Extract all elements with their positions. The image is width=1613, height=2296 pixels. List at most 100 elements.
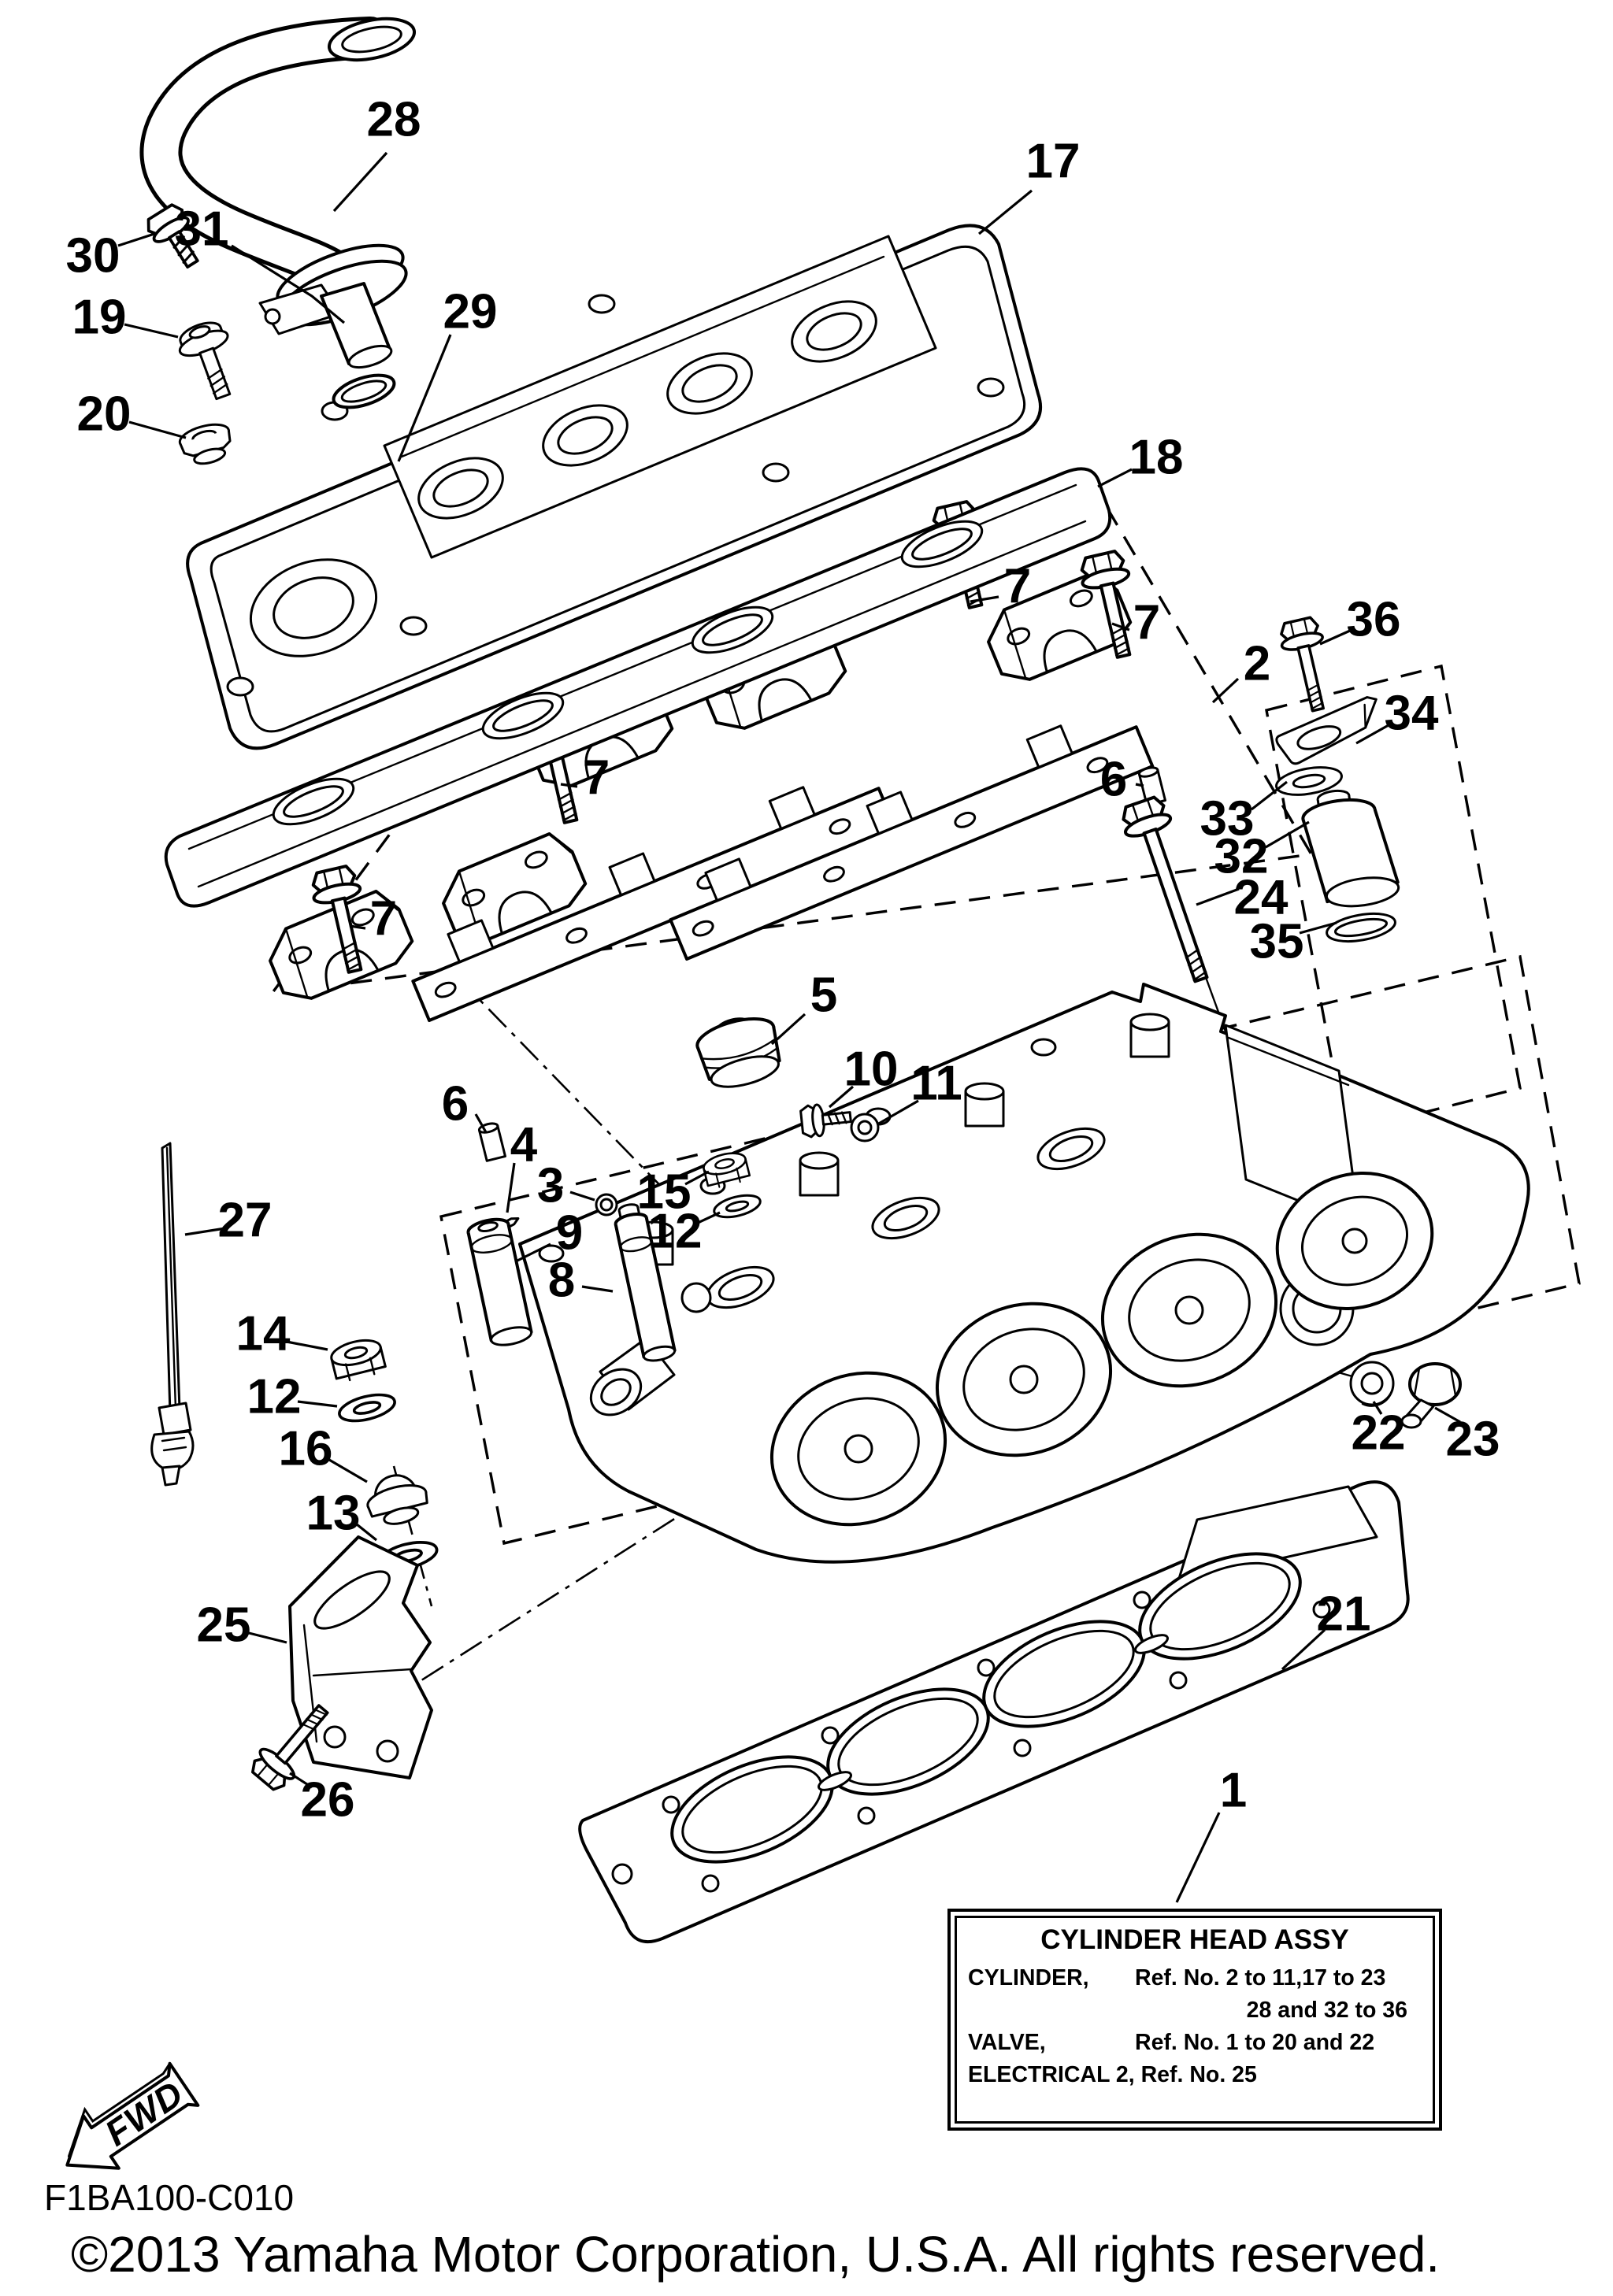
- callout-leader-3: [569, 1191, 595, 1202]
- part-callout-9: 9: [556, 1206, 583, 1261]
- part-callout-8: 8: [548, 1254, 575, 1308]
- part-callout-22: 22: [1352, 1406, 1406, 1461]
- part-callout-2: 2: [1244, 637, 1270, 691]
- callout-leader-26: [289, 1772, 313, 1789]
- valve-guide-8: [614, 1203, 677, 1362]
- info-box-rows: CYLINDER, Ref. No. 2 to 11,17 to 23 28 and…: [968, 1962, 1422, 2091]
- washer-12-left: [335, 1388, 399, 1428]
- part-callout-5: 5: [810, 968, 837, 1023]
- o-ring-35: [1326, 912, 1396, 943]
- part-callout-20: 20: [77, 387, 132, 442]
- washer-22: [1349, 1361, 1395, 1407]
- callout-leader-7: [1111, 622, 1130, 631]
- part-callout-13: 13: [306, 1487, 361, 1541]
- callout-leader-27: [184, 1227, 226, 1236]
- callout-leader-23: [1434, 1406, 1461, 1424]
- callout-leader-13: [356, 1523, 377, 1542]
- callout-leader-19: [124, 323, 179, 339]
- info-row-label: VALVE,: [968, 2030, 1046, 2055]
- assembly-info-box-inner: CYLINDER HEAD ASSY CYLINDER,Ref. No. 2 t…: [955, 1916, 1435, 2124]
- part-callout-10: 10: [844, 1042, 899, 1097]
- washer-11: [850, 1113, 880, 1142]
- part-callout-33: 33: [1200, 792, 1255, 846]
- combustion-chambers: [769, 1171, 1434, 1527]
- part-callout-25: 25: [197, 1598, 251, 1653]
- callout-leader-7: [349, 924, 366, 930]
- part-callout-36: 36: [1347, 593, 1401, 647]
- callout-leader-18: [1097, 468, 1133, 488]
- info-row-label: CYLINDER,: [968, 1965, 1089, 1990]
- grommet-20: [178, 423, 232, 465]
- callout-leader-35: [1299, 921, 1337, 935]
- callout-leader-28: [332, 151, 388, 213]
- part-callout-17: 17: [1026, 135, 1081, 189]
- part-callout-7: 7: [370, 892, 397, 946]
- part-callout-12: 12: [247, 1370, 302, 1424]
- callout-leader-1: [1175, 1812, 1221, 1903]
- bolt-23: [1400, 1362, 1462, 1429]
- part-callout-7: 7: [1133, 596, 1160, 650]
- cylinder-head: [518, 983, 1530, 1564]
- part-callout-15: 15: [637, 1165, 692, 1220]
- callout-leader-22: [1372, 1401, 1383, 1415]
- info-box-row-4: ELECTRICAL 2, Ref. No. 25: [968, 2062, 1257, 2087]
- callout-leader-7: [970, 595, 999, 603]
- callout-leader-6: [474, 1113, 488, 1133]
- callout-leader-5: [770, 1013, 806, 1046]
- oil-parts-dashed-region: [1265, 664, 1522, 1135]
- callout-leader-8: [581, 1285, 614, 1293]
- callout-leader-15: [684, 1170, 710, 1186]
- callout-leader-2: [1211, 677, 1240, 704]
- part-callout-11: 11: [910, 1057, 962, 1111]
- fwd-arrow-icon: FWD: [65, 2061, 200, 2170]
- valve-guide-9: [466, 1217, 533, 1346]
- callout-leader-29: [397, 334, 452, 462]
- callout-leader-17: [977, 189, 1033, 235]
- part-callout-6: 6: [442, 1077, 469, 1131]
- part-callout-32: 32: [1214, 830, 1269, 884]
- callout-leader-4: [506, 1162, 516, 1213]
- callout-leader-25: [248, 1631, 287, 1644]
- info-row-text: Ref. No. 2 to 11,17 to 23: [1135, 1965, 1386, 1990]
- part-callout-29: 29: [443, 285, 498, 339]
- callout-leader-14: [286, 1340, 328, 1351]
- breather-pipe: [139, 17, 417, 409]
- part-callout-4: 4: [510, 1118, 538, 1172]
- callout-leader-20: [128, 420, 187, 439]
- diagram-code: F1BA100-C010: [44, 2177, 295, 2218]
- callout-leader-24: [1196, 887, 1240, 906]
- callout-leader-6: [1135, 783, 1144, 787]
- part-callout-27: 27: [218, 1194, 273, 1248]
- callout-leader-9: [515, 1242, 551, 1263]
- cap-nut-16: [366, 1474, 428, 1525]
- callout-leader-11: [877, 1099, 919, 1126]
- washer-33: [1275, 766, 1343, 796]
- cable-tie-27: [150, 1142, 195, 1487]
- callout-leader-10: [828, 1085, 855, 1109]
- info-box-row-2: 28 and 32 to 36: [1246, 1998, 1407, 2023]
- head-gasket: [578, 1480, 1410, 1943]
- copyright-line: ©2013 Yamaha Motor Corporation, U.S.A. A…: [71, 2226, 1441, 2283]
- lock-plate-34: [1275, 696, 1378, 765]
- o-ring-3: [595, 1193, 618, 1217]
- part-callout-35: 35: [1250, 915, 1304, 969]
- callout-leader-21: [1281, 1628, 1326, 1671]
- part-callout-12: 12: [648, 1205, 703, 1259]
- callout-leader-33: [1251, 780, 1288, 811]
- screw-19: [178, 321, 232, 401]
- callout-leader-32: [1265, 820, 1310, 849]
- nut-14: [328, 1335, 388, 1385]
- part-callout-30: 30: [66, 229, 121, 283]
- part-callout-26: 26: [301, 1773, 355, 1828]
- callout-leader-12: [695, 1211, 721, 1225]
- part-callout-21: 21: [1317, 1587, 1371, 1642]
- part-callout-18: 18: [1129, 431, 1184, 485]
- callout-leader-7: [560, 783, 578, 788]
- part-callout-24: 24: [1234, 871, 1289, 925]
- part-callout-7: 7: [583, 751, 610, 805]
- callout-leader-12: [297, 1400, 338, 1408]
- callout-leader-31: [231, 244, 346, 324]
